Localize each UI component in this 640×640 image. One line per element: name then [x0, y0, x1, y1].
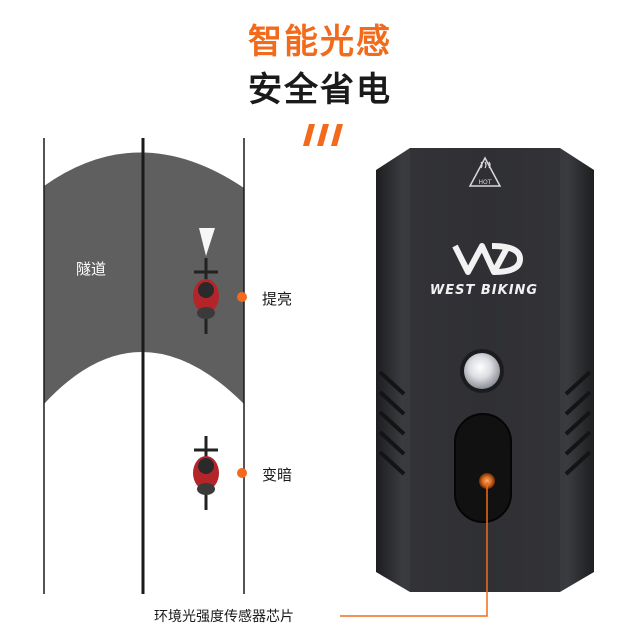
sensor-window — [454, 413, 512, 523]
brand-logo-icon — [452, 243, 523, 275]
right-vent-grille — [564, 370, 592, 476]
left-vent-grille — [378, 370, 406, 476]
accent-bars-icon — [303, 124, 343, 146]
cyclist-bright-icon — [193, 258, 219, 334]
headline-safe-power-saving: 安全省电 — [248, 70, 392, 110]
headlight-beam-icon — [199, 228, 215, 256]
hot-warning-icon — [468, 156, 502, 187]
brighten-label: 提亮 — [262, 290, 293, 308]
brand-text: WEST BIKING — [430, 283, 538, 298]
dim-label: 变暗 — [262, 466, 293, 484]
brighten-marker-icon — [237, 292, 247, 302]
dim-marker-icon — [237, 468, 247, 478]
hot-warning-text: HOT — [479, 179, 492, 186]
cyclist-dim-icon — [193, 436, 219, 510]
sensor-chip-label: 环境光强度传感器芯片 — [154, 609, 294, 625]
tunnel-label: 隧道 — [76, 260, 107, 278]
headline-smart-light-sensing: 智能光感 — [248, 22, 392, 62]
ambient-light-sensor — [479, 473, 495, 489]
